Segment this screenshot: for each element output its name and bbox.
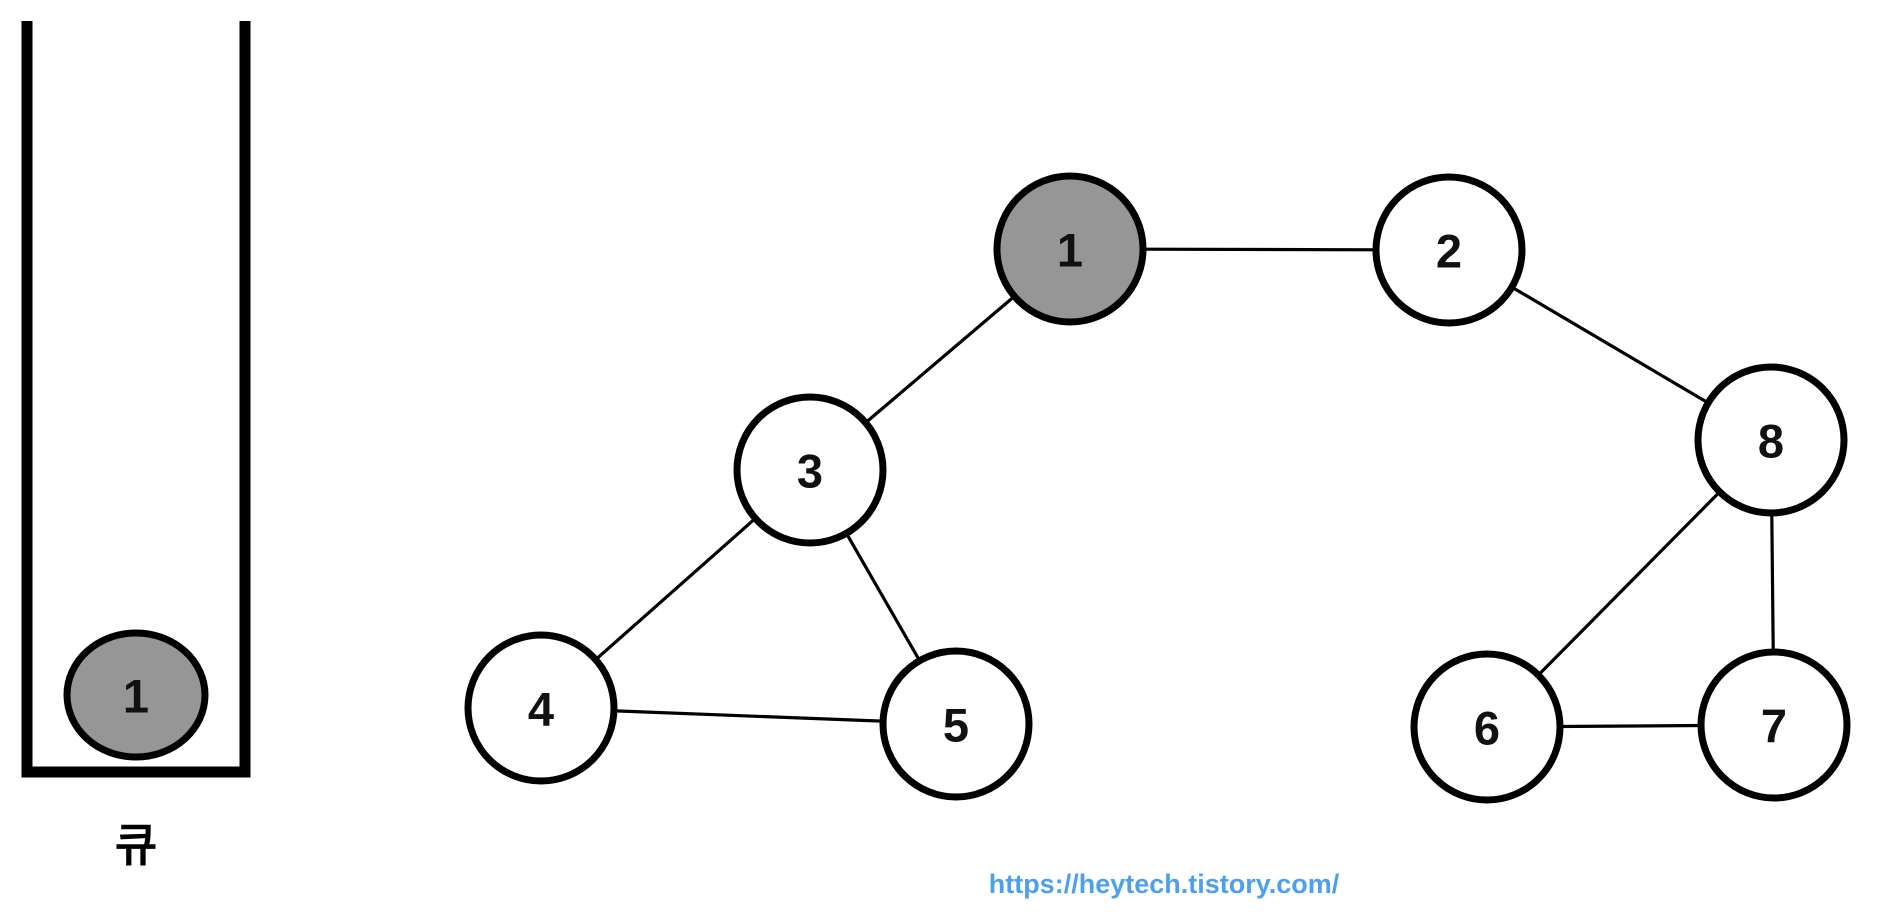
graph-node-1[interactable]: 1 [993,172,1147,326]
graph-node-circle-1[interactable] [993,172,1147,326]
graph-node-circle-8[interactable] [1694,363,1848,517]
graph-edge-8-7 [1770,510,1775,655]
graph-edge-6-7 [1557,723,1704,729]
graph-node-3[interactable]: 3 [733,393,887,547]
queue-item-circle [63,629,209,761]
graph-edge-2-8 [1509,284,1711,406]
graph-node-7[interactable]: 7 [1697,648,1851,802]
graph-edge-4-5 [611,709,886,723]
queue-items: 1 [63,629,209,761]
queue-caption-label: 큐 [115,819,157,871]
graph-node-label-8: 8 [1758,415,1784,468]
queue-walls-path [21,21,251,778]
graph-edges [593,247,1775,729]
graph-node-label-2: 2 [1436,225,1462,278]
graph-nodes: 1 2 3 4 5 6 7 8 [464,172,1851,804]
graph-node-5[interactable]: 5 [879,647,1033,801]
graph-node-label-7: 7 [1761,700,1787,753]
queue-container [21,21,251,778]
graph-node-circle-7[interactable] [1697,648,1851,802]
graph-edge-3-5 [843,530,923,664]
queue-item-label: 1 [123,670,149,723]
graph-edge-1-2 [1140,247,1379,252]
graph-node-label-6: 6 [1474,702,1500,755]
graph-node-circle-2[interactable] [1372,173,1526,327]
graph-node-circle-6[interactable] [1410,650,1564,804]
graph-node-8[interactable]: 8 [1694,363,1848,517]
watermark-url[interactable]: https://heytech.tistory.com/ [989,869,1340,899]
graph-node-4[interactable]: 4 [464,631,618,785]
graph-edge-8-6 [1535,489,1723,678]
graph-node-circle-5[interactable] [879,647,1033,801]
graph-node-6[interactable]: 6 [1410,650,1564,804]
graph-node-label-4: 4 [528,683,554,736]
graph-node-label-1: 1 [1057,224,1083,277]
graph-node-circle-3[interactable] [733,393,887,547]
graph-node-circle-4[interactable] [464,631,618,785]
graph-node-label-5: 5 [943,699,969,752]
graph-edge-3-4 [593,515,758,663]
graph-node-2[interactable]: 2 [1372,173,1526,327]
graph-node-label-3: 3 [797,445,823,498]
graph-edge-1-3 [863,293,1017,426]
queue-item: 1 [63,629,209,761]
